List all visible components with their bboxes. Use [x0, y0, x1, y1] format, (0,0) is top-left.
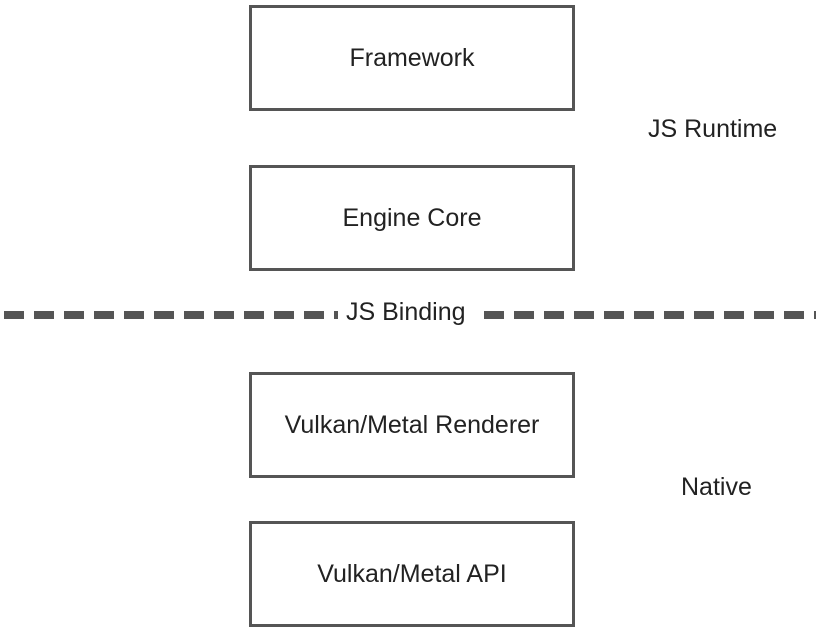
js-binding-label: JS Binding — [338, 298, 474, 327]
renderer-box: Vulkan/Metal Renderer — [249, 372, 575, 478]
engine-core-label: Engine Core — [342, 203, 482, 232]
framework-box: Framework — [249, 5, 575, 111]
renderer-label: Vulkan/Metal Renderer — [284, 410, 540, 439]
js-runtime-group-label: JS Runtime — [648, 115, 778, 143]
native-group-label: Native — [681, 473, 752, 501]
graphics-api-box: Vulkan/Metal API — [249, 521, 575, 627]
engine-core-box: Engine Core — [249, 165, 575, 271]
graphics-api-label: Vulkan/Metal API — [317, 559, 507, 588]
framework-label: Framework — [349, 43, 475, 72]
